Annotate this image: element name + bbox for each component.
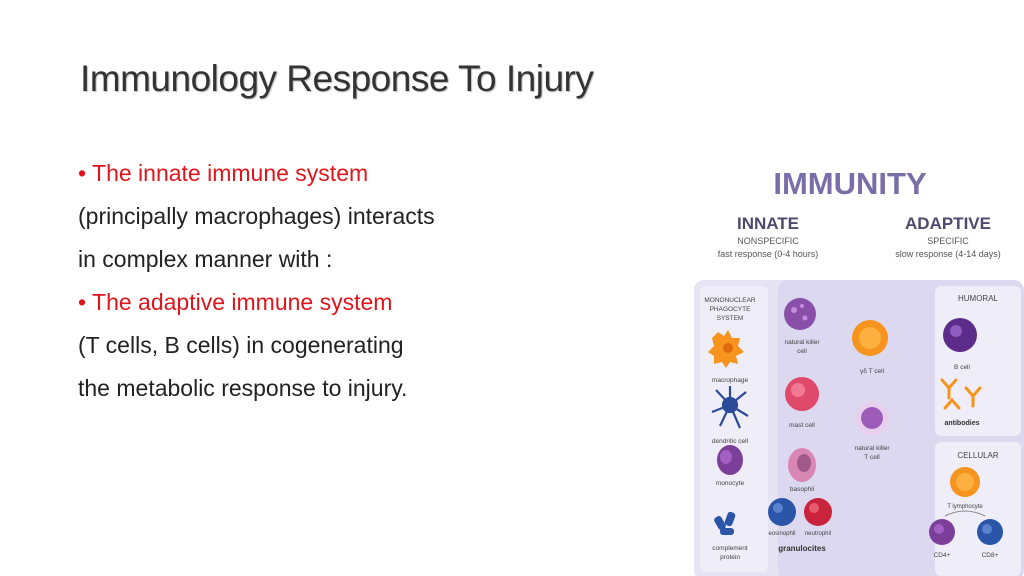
gamma-delta-t-cell-icon — [852, 320, 888, 356]
complement-label-2: protein — [720, 554, 740, 561]
mono-phag-label-1: MONONUCLEAR — [704, 297, 756, 304]
natural-killer-t-cell-icon — [855, 401, 889, 435]
granulocites-label: granulocites — [778, 544, 826, 553]
bullet-line-5: (T cells, B cells) in cogenerating — [78, 332, 404, 358]
natural-killer-cell-icon — [784, 298, 816, 330]
humoral-box — [935, 286, 1021, 436]
innate-sub1: NONSPECIFIC — [737, 236, 799, 246]
branch-lines — [944, 510, 986, 517]
bullet-innate: • The innate immune system — [78, 160, 369, 186]
b-cell-label: B cell — [954, 364, 970, 371]
macrophage-icon — [708, 330, 744, 368]
nk-label-2: cell — [797, 348, 807, 355]
immunity-diagram: IMMUNITY INNATE NONSPECIFIC fast respons… — [694, 166, 1024, 576]
eosinophil-icon — [768, 498, 796, 526]
mono-phag-label-3: SYSTEM — [717, 315, 744, 322]
innate-sub2: fast response (0-4 hours) — [718, 249, 819, 259]
bullet-line-6: the metabolic response to injury. — [78, 375, 408, 401]
neutrophil-label: neutrophil — [805, 531, 831, 537]
gd-t-label: γδ T cell — [860, 368, 885, 375]
bullet-line-2: (principally macrophages) interacts — [78, 203, 435, 229]
bullet-line-3: in complex manner with : — [78, 246, 333, 272]
complement-protein-icon — [714, 511, 736, 535]
cd4-cell-icon — [929, 519, 955, 545]
dendritic-label: dendritic cell — [712, 438, 749, 445]
mast-label: mast cell — [789, 422, 815, 429]
nkt-label-2: T cell — [864, 454, 880, 461]
immunity-heading: IMMUNITY — [773, 166, 927, 201]
innate-title: INNATE — [737, 214, 799, 233]
bullet-adaptive: • The adaptive immune system — [78, 289, 393, 315]
cd4-label: CD4+ — [934, 552, 951, 559]
slide-title: Immunology Response To Injury — [80, 58, 594, 99]
humoral-label: HUMORAL — [958, 294, 999, 303]
b-cell-icon — [943, 318, 977, 352]
complement-label-1: complement — [712, 545, 748, 552]
eosinophil-label: eosinophil — [768, 531, 795, 537]
adaptive-sub2: slow response (4-14 days) — [895, 249, 1001, 259]
mono-phag-box — [700, 286, 768, 572]
antibodies-label: antibodies — [944, 420, 979, 427]
mast-cell-icon — [785, 377, 819, 411]
basophil-icon — [788, 448, 816, 482]
macrophage-label: macrophage — [712, 377, 749, 384]
nk-label-1: natural killer — [784, 339, 820, 346]
monocyte-icon — [717, 445, 743, 475]
neutrophil-icon — [804, 498, 832, 526]
monocyte-label: monocyte — [716, 480, 745, 487]
basophil-label: basophil — [790, 486, 815, 493]
bullet-list: • The innate immune system (principally … — [78, 152, 435, 410]
cellular-label: CELLULAR — [957, 451, 999, 460]
cd8-label: CD8+ — [982, 552, 999, 559]
nkt-label-1: natural killer — [854, 445, 890, 452]
adaptive-title: ADAPTIVE — [905, 214, 991, 233]
t-lymphocyte-icon — [950, 467, 980, 497]
t-lymph-label: T lymphocyte — [947, 504, 983, 510]
cd8-cell-icon — [977, 519, 1003, 545]
immunity-figure: IMMUNITY INNATE NONSPECIFIC fast respons… — [690, 160, 1024, 576]
dendritic-cell-icon — [711, 386, 749, 429]
adaptive-sub1: SPECIFIC — [927, 236, 969, 246]
mono-phag-label-2: PHAGOCYTE — [710, 306, 751, 313]
antibodies-icon — [940, 378, 982, 410]
